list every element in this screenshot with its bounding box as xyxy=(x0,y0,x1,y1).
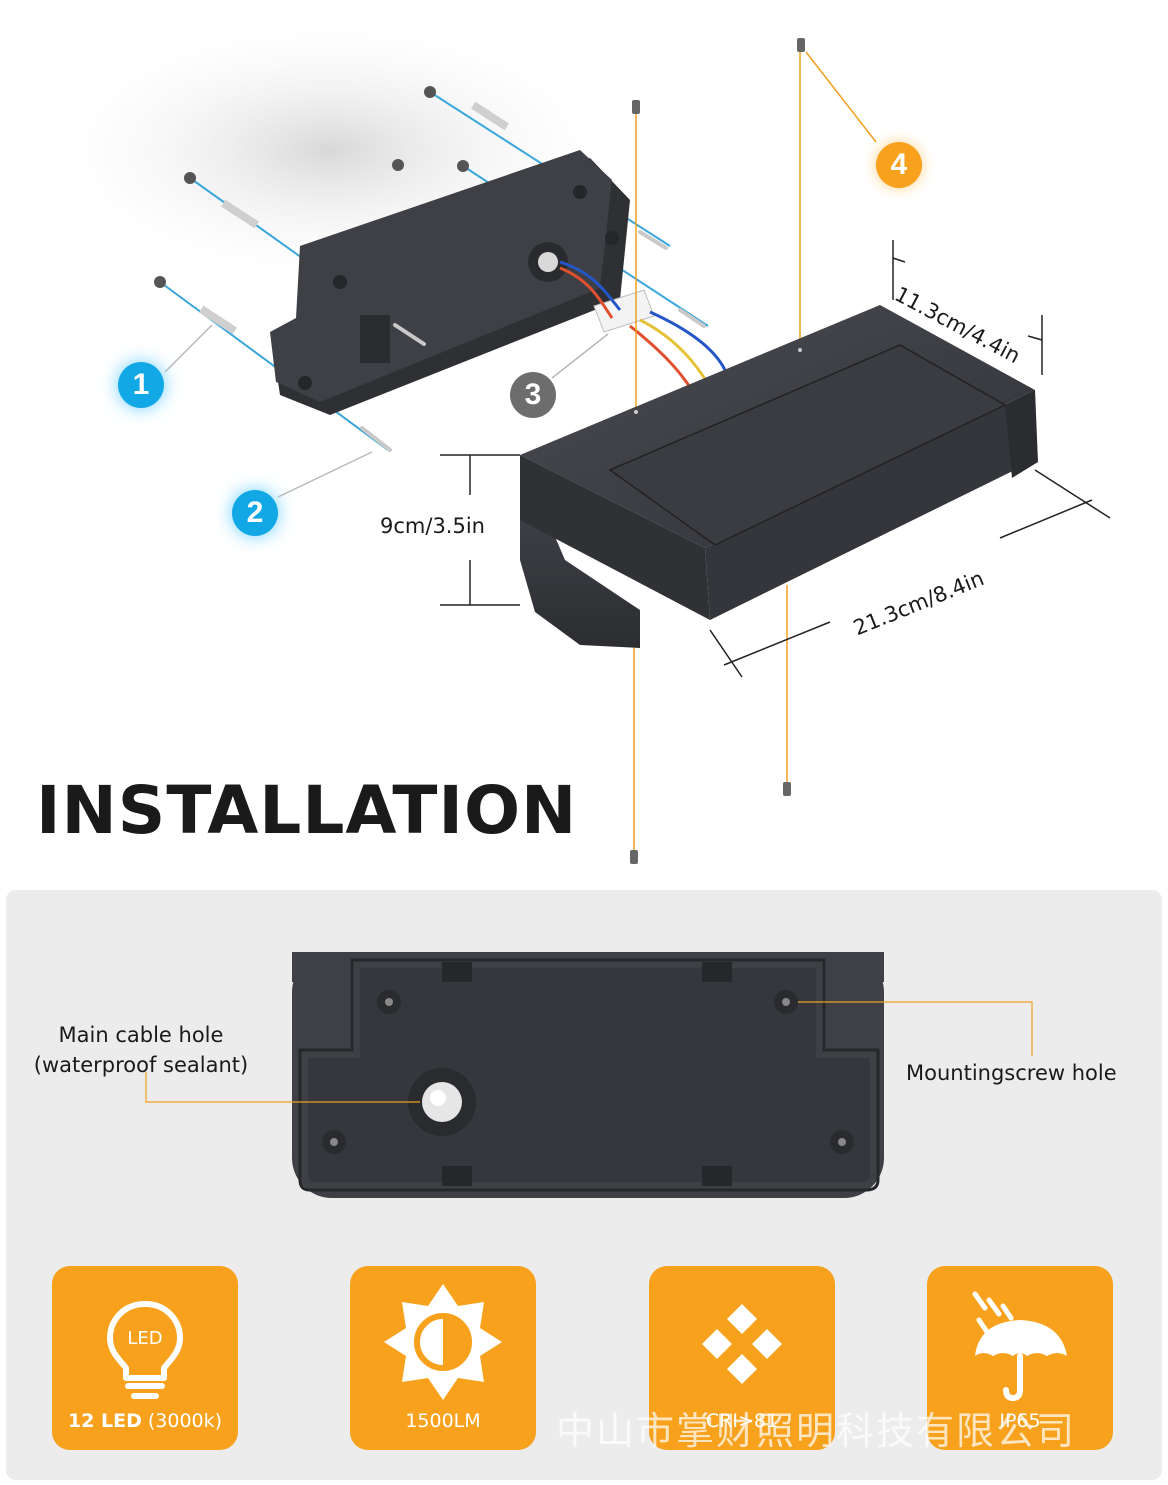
step-pointer-lines xyxy=(164,324,609,498)
mounting-hole-callout: Mountingscrew hole xyxy=(906,1061,1117,1085)
cover-screw-guides xyxy=(633,48,877,858)
feature-label-lumen: 1500LM xyxy=(405,1410,481,1432)
brightness-icon xyxy=(384,1284,502,1400)
umbrella-rain-icon xyxy=(972,1291,1067,1402)
feature-card-lumen: 1500LM xyxy=(350,1266,536,1450)
feature-label-led: 12 LED (3000k) xyxy=(67,1410,223,1432)
cri-diamond-icon xyxy=(702,1304,782,1384)
led-icon-text: LED xyxy=(127,1328,162,1349)
screw-plugs xyxy=(154,86,509,335)
step-badge-4: 4 xyxy=(876,142,922,188)
cable-hole-callout: Main cable hole (waterproof sealant) xyxy=(16,1020,266,1080)
lamp-body xyxy=(520,305,1038,648)
base-plate-backview xyxy=(145,952,1033,1198)
exploded-installation-diagram xyxy=(30,10,1111,864)
mounting-base-plate xyxy=(270,150,630,415)
dimension-height-label: 9cm/3.5in xyxy=(380,514,485,538)
feature-card-ip: IP65 xyxy=(927,1266,1113,1450)
terminal-block xyxy=(559,260,727,396)
led-bulb-icon: LED xyxy=(107,1301,183,1399)
feature-label-cri: CRI>81 xyxy=(705,1410,779,1432)
step-badge-3: 3 xyxy=(510,372,556,418)
cable-hole-label-line1: Main cable hole xyxy=(58,1023,224,1047)
cable-hole-label-line2: (waterproof sealant) xyxy=(33,1053,249,1077)
page-title: INSTALLATION xyxy=(36,772,578,849)
step-badge-1: 1 xyxy=(118,362,164,408)
feature-card-led: LED 12 LED (3000k) xyxy=(52,1266,238,1450)
feature-label-ip: IP65 xyxy=(999,1410,1041,1432)
feature-card-cri: CRI>81 xyxy=(649,1266,835,1450)
step-badge-2: 2 xyxy=(232,490,278,536)
watermark-text: 中山市掌财照明科技有限公司 xyxy=(556,1409,1077,1453)
dimension-lines xyxy=(440,240,1111,678)
mounting-screws xyxy=(360,230,706,452)
cover-screws xyxy=(630,38,805,864)
